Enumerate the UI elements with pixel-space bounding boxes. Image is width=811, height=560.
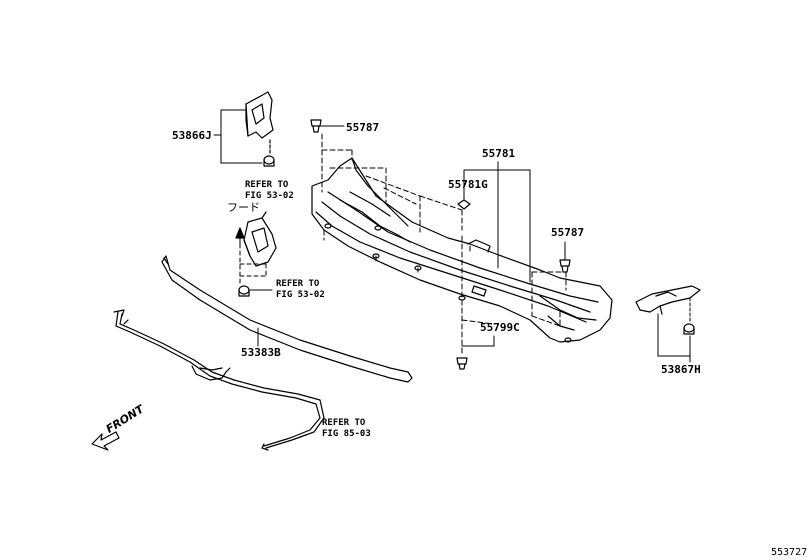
refer-note-a-line1: REFER TO [245, 180, 289, 190]
part-label-53383b: 53383B [241, 346, 281, 359]
assembly-dashes [321, 133, 567, 357]
part-label-55787-right: 55787 [551, 226, 585, 239]
refer-note-b-line1: REFER TO [276, 279, 320, 289]
refer-note-b-line2: FIG 53-02 [276, 290, 325, 300]
part-label-55781g: 55781G [448, 178, 488, 191]
clip-55799c [456, 335, 495, 370]
hood-lock-bracket [235, 211, 277, 297]
clip-55787-top [310, 119, 345, 133]
part-label-53867h: 53867H [661, 363, 701, 376]
washer-hose [113, 309, 325, 451]
clip-55787-right [559, 241, 571, 273]
refer-note-a-line2: FIG 53-02 [245, 191, 294, 201]
refer-note-c-line2: FIG 85-03 [322, 429, 371, 439]
bracket-53866j [245, 91, 275, 167]
part-label-55781: 55781 [482, 147, 516, 160]
part-55781g [457, 187, 471, 210]
hood-label: フード [227, 201, 260, 214]
part-label-55799c: 55799C [480, 321, 520, 334]
part-label-55787-top: 55787 [346, 121, 380, 134]
figure-id: 553727 [771, 547, 808, 558]
leader-55781 [463, 161, 531, 283]
bracket-53867h [635, 285, 701, 363]
bracket-53866j-leader [213, 109, 263, 164]
refer-note-c-line1: REFER TO [322, 418, 366, 428]
front-arrow-icon [91, 431, 120, 451]
part-label-53866j: 53866J [172, 129, 212, 142]
seal-53383b [161, 255, 413, 383]
